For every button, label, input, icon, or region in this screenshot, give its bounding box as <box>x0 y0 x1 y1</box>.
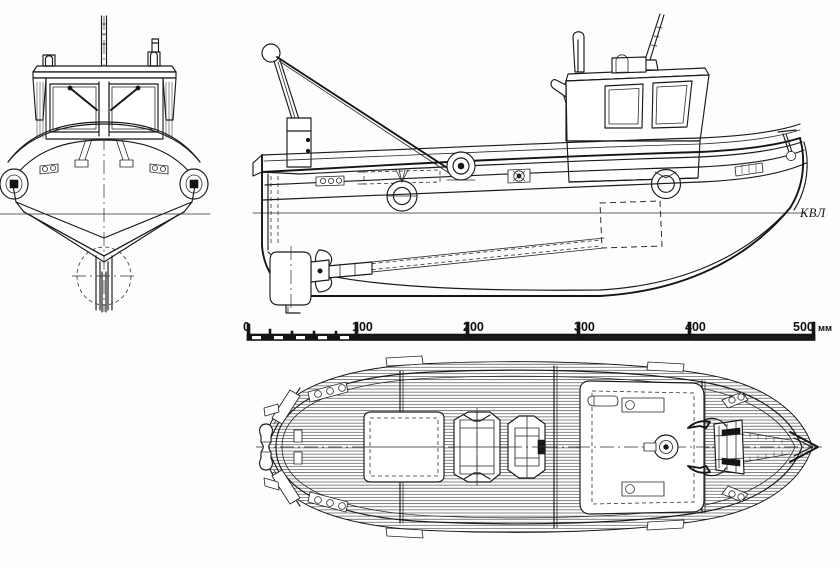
wheelhouse-profile <box>550 13 710 183</box>
bow-bulwark <box>7 121 201 181</box>
roof-fittings <box>42 51 161 67</box>
deck-bollard-mid <box>507 168 531 184</box>
bow-fairleads-plan <box>721 391 749 503</box>
bow-stanchions <box>74 138 134 168</box>
rail-fenders-plan <box>293 355 685 539</box>
helm-station-plan <box>643 434 679 460</box>
deck-winch <box>446 151 476 181</box>
wheelhouse-side-louvres <box>36 81 173 139</box>
bulwark-fittings <box>315 129 797 212</box>
cargo-derrick <box>261 43 456 176</box>
bow-fenders <box>0 168 209 200</box>
view-side-elevation: КВЛ <box>252 13 827 314</box>
scale-bar: 0 100 200 300 400 500 мм <box>243 320 832 341</box>
bow-keel-skeg <box>95 255 113 313</box>
wheelhouse-footprint-plan <box>576 380 710 515</box>
view-bow-elevation <box>0 15 211 313</box>
hull-internal-dashed <box>270 176 663 249</box>
propulsion-assembly <box>269 237 605 314</box>
view-deck-plan <box>256 355 824 539</box>
anchor-windlass-plan <box>687 417 791 477</box>
propeller-profile <box>310 249 333 293</box>
windshield-wipers <box>67 85 141 111</box>
stem-head-plan <box>789 431 819 463</box>
hull-bulwark-profile <box>261 123 805 186</box>
bow-deck-cleats <box>39 163 169 175</box>
machinery-hatch-b <box>507 415 547 479</box>
bow-fender-profile <box>734 162 764 177</box>
machinery-hatch-a <box>453 408 501 486</box>
stern-bollards-plan <box>307 381 349 513</box>
propeller-disc <box>72 246 136 306</box>
waterline-label: КВЛ <box>799 206 827 220</box>
life-ring-stern <box>386 169 418 212</box>
rudder <box>269 246 312 314</box>
cargo-hatch-plan <box>363 411 445 483</box>
stern-transom-plan <box>259 387 301 507</box>
wheelhouse-roof <box>32 65 177 79</box>
scale-tick-label-0: 0 <box>243 320 250 334</box>
scale-tick-label-500: 500 <box>793 320 814 334</box>
scale-unit-label: мм <box>818 323 832 334</box>
